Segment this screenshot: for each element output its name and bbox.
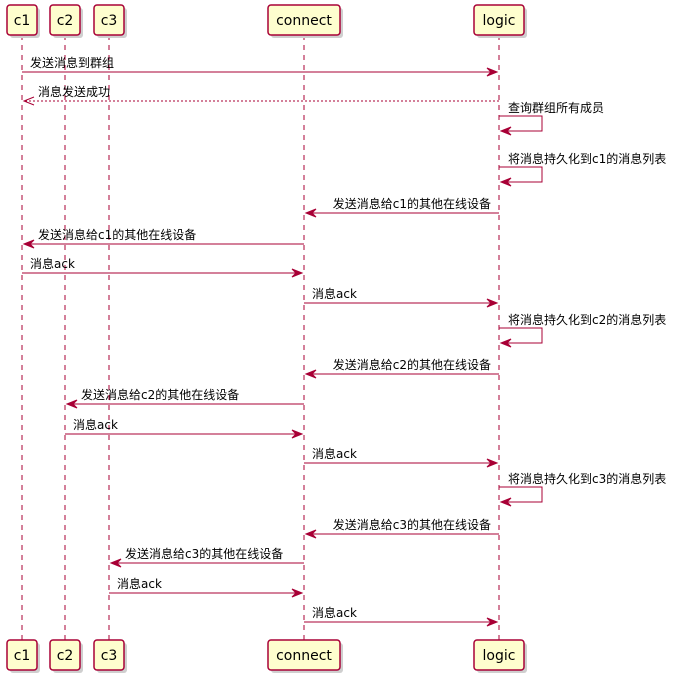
participant-label: c2	[57, 13, 74, 29]
arrow-head	[499, 126, 512, 136]
arrow-head	[22, 96, 35, 106]
message-label: 发送消息给c3的其他在线设备	[125, 546, 283, 561]
message-label: 发送消息给c1的其他在线设备	[333, 196, 491, 211]
message-6: 发送消息给c1的其他在线设备	[22, 227, 304, 249]
arrow-head	[499, 338, 512, 348]
message-12: 消息ack	[65, 417, 304, 439]
message-label: 发送消息到群组	[30, 55, 114, 70]
participant-label: c1	[14, 648, 31, 664]
message-11: 发送消息给c2的其他在线设备	[65, 387, 304, 409]
message-10: 发送消息给c2的其他在线设备	[304, 357, 499, 379]
participant-label: connect	[276, 648, 332, 664]
participant-c3-bottom: c3	[93, 639, 127, 673]
message-label: 查询群组所有成员	[508, 101, 604, 115]
message-label: 将消息持久化到c3的消息列表	[508, 471, 666, 486]
message-label: 将消息持久化到c1的消息列表	[508, 151, 666, 166]
participant-c1-top: c1	[6, 4, 40, 38]
participant-c2-top: c2	[49, 4, 83, 38]
arrow-head	[499, 497, 512, 507]
arrow-head	[291, 429, 304, 439]
participant-label: logic	[483, 13, 516, 29]
message-4: 将消息持久化到c1的消息列表	[499, 151, 666, 187]
arrow-head	[291, 588, 304, 598]
arrow-head	[304, 529, 317, 539]
message-9: 将消息持久化到c2的消息列表	[499, 312, 666, 348]
participant-logic-top: logic	[473, 4, 527, 38]
message-label: 发送消息给c3的其他在线设备	[333, 517, 491, 532]
message-5: 发送消息给c1的其他在线设备	[304, 196, 499, 218]
participant-connect-top: connect	[267, 4, 343, 38]
arrow-head	[304, 208, 317, 218]
participant-logic-bottom: logic	[473, 639, 527, 673]
participant-label: logic	[483, 648, 516, 664]
arrow-head	[22, 239, 35, 249]
arrow-head	[486, 298, 499, 308]
message-label: 消息ack	[312, 605, 357, 620]
arrow-head	[109, 558, 122, 568]
message-17: 消息ack	[109, 576, 304, 598]
message-13: 消息ack	[304, 446, 499, 468]
message-label: 消息ack	[73, 417, 118, 432]
message-14: 将消息持久化到c3的消息列表	[499, 471, 666, 507]
message-16: 发送消息给c3的其他在线设备	[109, 546, 304, 568]
message-2: 消息发送成功	[22, 84, 499, 106]
message-label: 发送消息给c2的其他在线设备	[81, 387, 239, 402]
participant-connect-bottom: connect	[267, 639, 343, 673]
message-8: 消息ack	[304, 286, 499, 308]
arrow-head	[499, 177, 512, 187]
participant-label: c1	[14, 13, 31, 29]
message-label: 消息ack	[312, 286, 357, 301]
message-line	[499, 166, 543, 183]
participant-label: c3	[101, 13, 118, 29]
message-18: 消息ack	[304, 605, 499, 627]
message-label: 发送消息给c2的其他在线设备	[333, 357, 491, 372]
message-3: 查询群组所有成员	[499, 101, 604, 136]
arrow-head	[486, 458, 499, 468]
message-line	[499, 486, 543, 503]
message-label: 消息ack	[312, 446, 357, 461]
participant-c3-top: c3	[93, 4, 127, 38]
participant-label: connect	[276, 13, 332, 29]
arrow-head	[486, 67, 499, 77]
message-line	[499, 327, 543, 344]
message-label: 消息ack	[117, 576, 162, 591]
message-label: 发送消息给c1的其他在线设备	[38, 227, 196, 242]
participant-c1-bottom: c1	[6, 639, 40, 673]
arrow-head	[65, 399, 78, 409]
arrow-head	[486, 617, 499, 627]
message-line	[499, 115, 543, 132]
participant-c2-bottom: c2	[49, 639, 83, 673]
participant-label: c2	[57, 648, 74, 664]
message-15: 发送消息给c3的其他在线设备	[304, 517, 499, 539]
message-label: 将消息持久化到c2的消息列表	[508, 312, 666, 327]
arrow-head	[304, 369, 317, 379]
message-7: 消息ack	[22, 256, 304, 278]
message-label: 消息ack	[30, 256, 75, 271]
message-label: 消息发送成功	[38, 84, 110, 99]
message-1: 发送消息到群组	[22, 55, 499, 77]
arrow-head	[291, 268, 304, 278]
participant-label: c3	[101, 648, 118, 664]
